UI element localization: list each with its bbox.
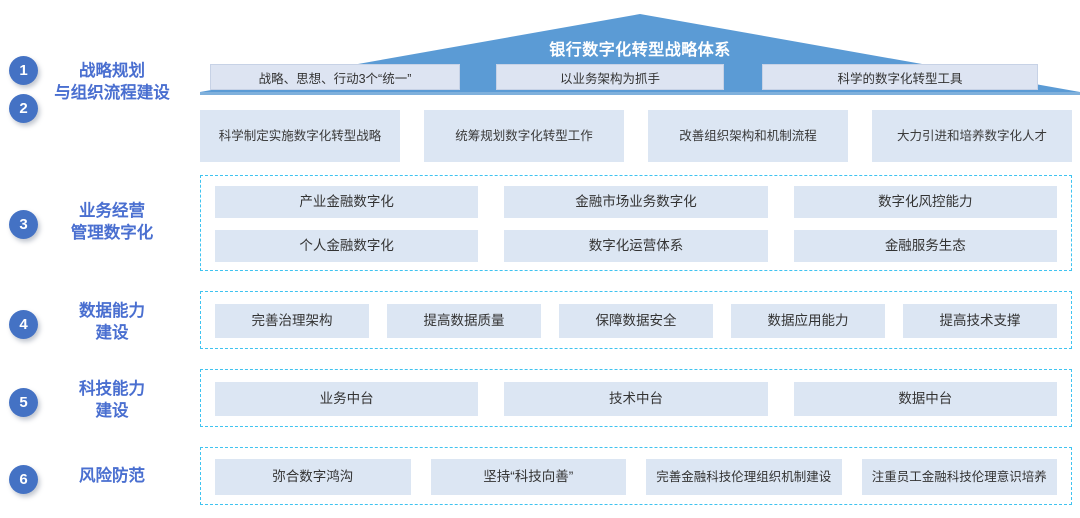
data-cell-2[interactable]: 提高数据质量 <box>387 304 541 338</box>
data-cell-3[interactable]: 保障数据安全 <box>559 304 713 338</box>
section-technology: 业务中台 技术中台 数据中台 <box>200 369 1072 427</box>
risk-cell-4[interactable]: 注重员工金融科技伦理意识培养 <box>861 459 1057 495</box>
business-cell-2[interactable]: 金融市场业务数字化 <box>504 186 768 218</box>
row-label-business-line2: 管理数字化 <box>70 224 154 242</box>
strategy-box-2[interactable]: 统筹规划数字化转型工作 <box>424 110 624 162</box>
risk-cell-2[interactable]: 坚持“科技向善” <box>430 459 626 495</box>
strategy-box-1[interactable]: 科学制定实施数字化转型战略 <box>200 110 400 162</box>
business-cell-6[interactable]: 金融服务生态 <box>793 230 1057 262</box>
data-cell-5[interactable]: 提高技术支撑 <box>903 304 1057 338</box>
row-label-strategy-line1: 战略规划 <box>79 62 145 80</box>
step-badge-2: 2 <box>9 94 38 123</box>
roof-box-group: 战略、思想、行动3个“统一” 以业务架构为抓手 科学的数字化转型工具 <box>200 64 1080 90</box>
technology-cell-1[interactable]: 业务中台 <box>215 382 479 416</box>
technology-cell-2[interactable]: 技术中台 <box>504 382 768 416</box>
step-badge-3: 3 <box>9 210 38 239</box>
row-label-tech: 科技能力 建设 <box>27 378 197 422</box>
section-data: 完善治理架构 提高数据质量 保障数据安全 数据应用能力 提高技术支撑 <box>200 291 1072 349</box>
business-row-2: 个人金融数字化 数字化运营体系 金融服务生态 <box>201 230 1071 262</box>
roof-box-2[interactable]: 以业务架构为抓手 <box>496 64 724 90</box>
diagram-title: 银行数字化转型战略体系 <box>549 42 731 59</box>
step-badge-4: 4 <box>9 310 38 339</box>
row-label-business-line1: 业务经营 <box>79 202 145 220</box>
section-risk: 弥合数字鸿沟 坚持“科技向善” 完善金融科技伦理组织机制建设 注重员工金融科技伦… <box>200 447 1072 505</box>
strategy-box-4[interactable]: 大力引进和培养数字化人才 <box>872 110 1072 162</box>
business-cell-1[interactable]: 产业金融数字化 <box>215 186 479 218</box>
business-cell-3[interactable]: 数字化风控能力 <box>793 186 1057 218</box>
row-label-data-line1: 数据能力 <box>79 302 145 320</box>
roof-box-1[interactable]: 战略、思想、行动3个“统一” <box>210 64 460 90</box>
row-label-tech-line1: 科技能力 <box>79 380 145 398</box>
strategy-box-group: 科学制定实施数字化转型战略 统筹规划数字化转型工作 改善组织架构和机制流程 大力… <box>200 110 1072 162</box>
business-row-1: 产业金融数字化 金融市场业务数字化 数字化风控能力 <box>201 186 1071 218</box>
roof-box-3[interactable]: 科学的数字化转型工具 <box>762 64 1038 90</box>
roof-base-bar <box>200 92 1080 95</box>
row-label-risk: 风险防范 <box>27 466 197 487</box>
row-label-data: 数据能力 建设 <box>27 300 197 344</box>
risk-cell-1[interactable]: 弥合数字鸿沟 <box>215 459 411 495</box>
step-badge-1: 1 <box>9 56 38 85</box>
row-label-strategy-line2: 与组织流程建设 <box>54 84 170 102</box>
risk-row: 弥合数字鸿沟 坚持“科技向善” 完善金融科技伦理组织机制建设 注重员工金融科技伦… <box>201 459 1071 495</box>
risk-cell-3[interactable]: 完善金融科技伦理组织机制建设 <box>646 459 842 495</box>
technology-cell-3[interactable]: 数据中台 <box>793 382 1057 416</box>
data-row: 完善治理架构 提高数据质量 保障数据安全 数据应用能力 提高技术支撑 <box>201 304 1071 338</box>
business-cell-4[interactable]: 个人金融数字化 <box>215 230 479 262</box>
data-cell-4[interactable]: 数据应用能力 <box>731 304 885 338</box>
row-label-business: 业务经营 管理数字化 <box>27 200 197 244</box>
section-business: 产业金融数字化 金融市场业务数字化 数字化风控能力 个人金融数字化 数字化运营体… <box>200 175 1072 271</box>
data-cell-1[interactable]: 完善治理架构 <box>215 304 369 338</box>
business-cell-5[interactable]: 数字化运营体系 <box>504 230 768 262</box>
step-badge-6: 6 <box>9 465 38 494</box>
row-label-data-line2: 建设 <box>95 324 129 342</box>
row-label-strategy: 战略规划 与组织流程建设 <box>27 60 197 104</box>
step-badge-5: 5 <box>9 388 38 417</box>
row-label-risk-line1: 风险防范 <box>79 467 145 485</box>
row-label-tech-line2: 建设 <box>95 402 129 420</box>
strategy-box-3[interactable]: 改善组织架构和机制流程 <box>648 110 848 162</box>
technology-row: 业务中台 技术中台 数据中台 <box>201 382 1071 416</box>
